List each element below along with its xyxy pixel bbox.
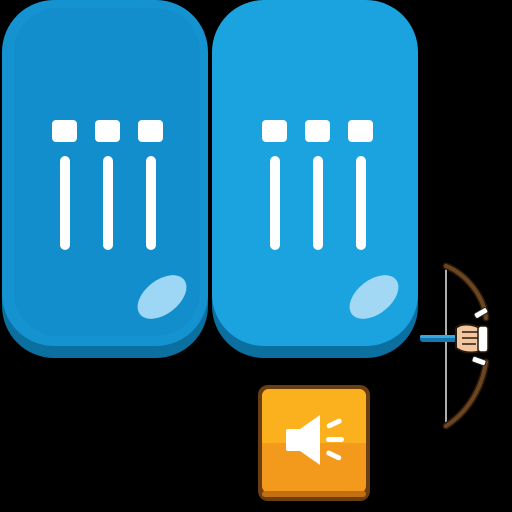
bow-and-arrow-icon[interactable] [416, 256, 512, 436]
sound-button-graphic [258, 385, 370, 501]
bars-icon [52, 120, 163, 250]
panel-left-graphic [2, 0, 208, 358]
bars-icon [262, 120, 373, 250]
panel-right-graphic [212, 0, 418, 358]
speaker-icon [286, 415, 344, 465]
panel-right[interactable] [210, 0, 420, 360]
panel-left[interactable] [0, 0, 210, 360]
sound-button[interactable] [256, 383, 372, 503]
